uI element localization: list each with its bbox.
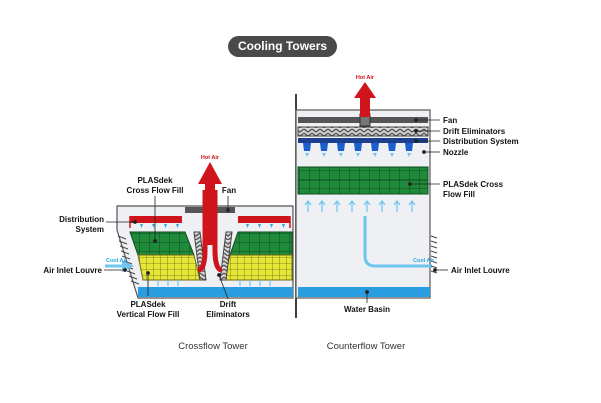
crossflow-tower: [105, 162, 294, 299]
caption-counterflow: Counterflow Tower: [327, 341, 406, 352]
label-cf-plasdek-1: PLASdek Cross: [443, 180, 504, 189]
label-cf-drift: Drift Eliminators: [443, 127, 506, 136]
label-distribution-2: System: [76, 225, 104, 234]
crossflow-hot-air-label: Hot Air: [201, 155, 220, 161]
title-pill: Cooling Towers: [228, 36, 337, 57]
label-plasdek-cross-1: PLASdek: [137, 176, 173, 185]
label-fan: Fan: [222, 186, 236, 195]
label-cf-nozzle: Nozzle: [443, 148, 469, 157]
label-air-inlet-louvre: Air Inlet Louvre: [43, 266, 102, 275]
label-cf-air-inlet: Air Inlet Louvre: [451, 266, 510, 275]
crossflow-water-basin: [138, 287, 293, 297]
label-plasdek-vertical-2: Vertical Flow Fill: [117, 310, 180, 319]
counterflow-tower: [295, 82, 438, 299]
crossflow-fill-green-left: [129, 231, 195, 256]
counterflow-hot-air-arrow: [354, 82, 376, 117]
counterflow-cool-air-path: [363, 216, 432, 268]
counterflow-water-basin: [298, 287, 430, 297]
counterflow-cool-air-label: Cool Air: [413, 258, 435, 264]
label-drift-1: Drift: [220, 300, 237, 309]
counterflow-nozzles: [303, 143, 413, 151]
label-cf-distribution: Distribution System: [443, 137, 519, 146]
crossflow-cool-air-label: Cool Air: [106, 258, 128, 264]
counterflow-drift-eliminators: [297, 126, 429, 137]
crossflow-drift-right: [219, 231, 233, 281]
crossflow-hot-air-arrow: [198, 162, 222, 245]
crossflow-distribution-left: [130, 216, 182, 223]
counterflow-hot-air-label: Hot Air: [356, 75, 375, 81]
caption-crossflow: Crossflow Tower: [178, 341, 248, 352]
crossflow-fill-green-right: [229, 231, 293, 256]
label-cf-fan: Fan: [443, 116, 457, 125]
label-plasdek-cross-2: Cross Flow Fill: [127, 186, 184, 195]
label-cf-plasdek-2: Flow Fill: [443, 190, 475, 199]
label-water-basin: Water Basin: [344, 305, 390, 314]
label-plasdek-vertical-1: PLASdek: [130, 300, 166, 309]
crossflow-fill-yellow-left: [137, 254, 201, 281]
counterflow-distribution-pipe: [298, 138, 428, 143]
crossflow-distribution-right: [238, 216, 290, 223]
crossflow-fill-yellow-right: [223, 254, 293, 281]
label-distribution-1: Distribution: [59, 215, 104, 224]
label-drift-2: Eliminators: [206, 310, 250, 319]
counterflow-louvre: [430, 235, 438, 274]
